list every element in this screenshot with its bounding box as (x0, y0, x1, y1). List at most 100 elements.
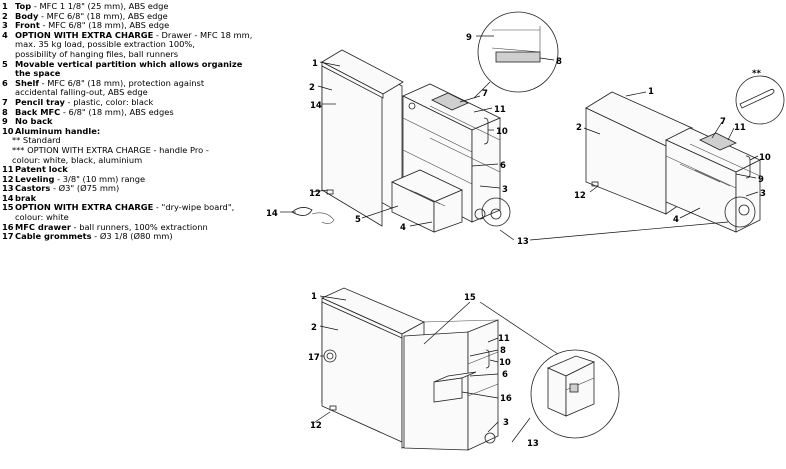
callout-d3: 1 (311, 292, 317, 302)
legend-item: 3 Front - MFC 6/8" (18 mm), ABS edge (2, 20, 262, 31)
legend-description: - plastic, color: black (64, 96, 154, 107)
legend-description: - 6/8" (18 mm), ABS edges (60, 106, 174, 117)
legend-description: - MFC 1 1/8" (25 mm), ABS edge (31, 1, 169, 11)
legend-name: OPTION WITH EXTRA CHARGE (15, 29, 154, 40)
legend-continuation: max. 35 kg load, possible extraction 100… (15, 39, 195, 50)
legend-name: No back (15, 116, 53, 127)
legend-number: 17 (2, 231, 14, 242)
cabinet-door-view: 1 2 17 12 15 11 8 10 6 16 3 13 (308, 287, 620, 451)
callout-d3: 12 (310, 421, 322, 431)
callout-d3: 6 (502, 370, 508, 380)
callout-d1: 11 (494, 105, 506, 115)
callout-d3: 10 (499, 358, 511, 368)
callout-d3: 2 (311, 323, 317, 333)
legend-description: - 3/8" (10 mm) range (54, 173, 146, 184)
legend-item: 10Aluminum handle: (2, 125, 262, 137)
callout-d2: 12 (574, 191, 586, 201)
callout-d1: 14 (310, 101, 322, 111)
legend-item: 13Castors - Ø3" (Ø75 mm) (2, 183, 262, 194)
legend-item: 1 Top - MFC 1 1/8" (25 mm), ABS edge (2, 1, 262, 12)
callout-d1: 12 (309, 189, 321, 199)
callout-d3: 17 (308, 353, 320, 363)
legend-description: - MFC 6/8" (18 mm), ABS edge (39, 20, 170, 31)
legend-continuation: possibility of hanging files, ball runne… (15, 48, 179, 59)
legend-number: 1 (2, 1, 8, 11)
legend-name: Body (15, 10, 39, 21)
legend-item: 11Patent lock (2, 164, 262, 175)
legend-name: Front (15, 20, 40, 31)
legend-number: 11 (2, 164, 14, 175)
callout-d1: 13 (517, 237, 529, 247)
legend-name: Movable vertical partition which allows … (15, 58, 243, 69)
legend-item: 14brak (2, 192, 262, 204)
legend-name: MFC drawer (15, 221, 71, 232)
legend: 1 Top - MFC 1 1/8" (25 mm), ABS edge 2 Body… (2, 1, 262, 242)
callout-d1: 1 (312, 59, 318, 69)
legend-item: 5 Movable vertical partition which allows… (2, 58, 262, 70)
handle-marker: ** (752, 69, 761, 79)
legend-item: 15OPTION WITH EXTRA CHARGE - "dry-wipe b… (2, 203, 262, 213)
callout-d1: 9 (466, 33, 472, 43)
legend-number: 5 (2, 58, 8, 69)
pedestal-closed-view: ** 1 2 12 4 7 11 10 9 3 (529, 69, 785, 241)
legend-name: Leveling (15, 173, 55, 184)
callout-d3: 3 (503, 418, 509, 428)
legend-number: 14 (2, 192, 14, 203)
legend-continuation: accidental falling-out, ABS edge (15, 87, 148, 98)
legend-continuation: the space (15, 68, 61, 79)
legend-note: *** OPTION WITH EXTRA CHARGE - handle Pr… (12, 144, 209, 155)
callout-d1: 8 (556, 57, 562, 67)
legend-name: Aluminum handle: (15, 125, 101, 136)
legend-number: 13 (2, 183, 14, 194)
callout-d1: 4 (400, 223, 406, 233)
legend-name: OPTION WITH EXTRA CHARGE (15, 202, 154, 213)
callout-d1: 2 (309, 83, 315, 93)
callout-d2: 3 (760, 189, 766, 199)
legend-number: 16 (2, 221, 14, 232)
callout-d2: 11 (734, 123, 746, 133)
legend-item: 2 Body - MFC 6/8" (18 mm), ABS edge (2, 10, 262, 22)
legend-name: Pencil tray (15, 96, 65, 107)
legend-name: Cable grommets (15, 231, 92, 242)
legend-description: - Ø3" (Ø75 mm) (50, 183, 120, 194)
callout-d2: 1 (648, 87, 654, 97)
callout-d2: 9 (758, 175, 764, 185)
legend-name: Patent lock (15, 164, 68, 175)
callout-d3: 8 (500, 346, 506, 356)
callout-d1: 7 (482, 89, 488, 99)
legend-number: 12 (2, 173, 14, 184)
callout-d1: 5 (355, 215, 361, 225)
legend-number: 6 (2, 77, 8, 88)
callout-d3: 16 (500, 394, 512, 404)
callout-d2: 2 (576, 123, 582, 133)
legend-item: 16MFC drawer - ball runners, 100% extrac… (2, 221, 262, 233)
legend-name: brak (15, 192, 37, 203)
pedestal-drawer-view: 1 2 14 12 14 5 4 13 7 11 10 6 3 9 8 (266, 11, 562, 247)
callout-d1: 10 (496, 127, 508, 137)
callout-d1: 14 (266, 209, 278, 219)
legend-name: Shelf (15, 77, 39, 88)
legend-number: 2 (2, 10, 8, 21)
callout-d3: 11 (498, 334, 510, 344)
legend-description: - "dry-wipe board", (153, 202, 235, 213)
legend-name: Top (15, 1, 32, 11)
callout-d1: 6 (500, 161, 506, 171)
legend-item: 12Leveling - 3/8" (10 mm) range (2, 173, 262, 185)
callout-d2: 7 (720, 117, 726, 127)
legend-number: 3 (2, 20, 8, 31)
legend-number: 15 (2, 202, 14, 213)
legend-item: 17Cable grommets - Ø3 1/8 (Ø80 mm) (2, 231, 262, 242)
legend-name: Castors (15, 183, 51, 194)
legend-number: 10 (2, 125, 14, 136)
legend-description: - Ø3 1/8 (Ø80 mm) (91, 231, 173, 242)
legend-name: Back MFC (15, 106, 61, 117)
legend-number: 8 (2, 106, 8, 117)
legend-note: colour: white, black, aluminium (12, 154, 143, 165)
legend-description: - MFC 6/8" (18 mm), ABS edge (38, 10, 168, 21)
callout-d3: 13 (527, 439, 539, 449)
